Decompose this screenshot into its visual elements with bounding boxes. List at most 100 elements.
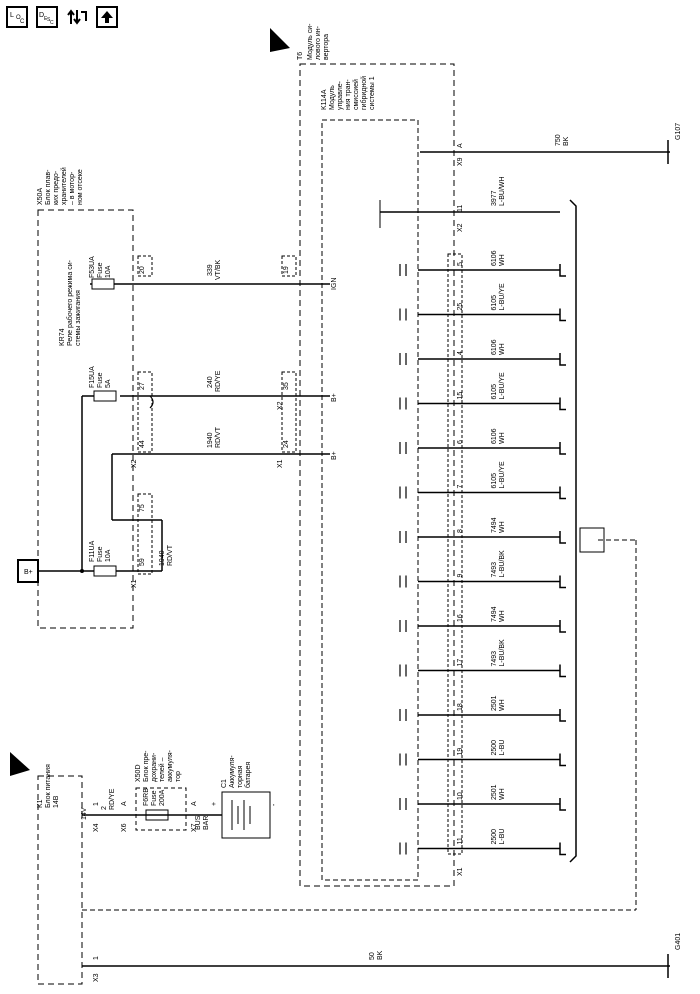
svg-text:27: 27: [139, 382, 146, 390]
fuse-f11ua: [93, 565, 117, 577]
svg-text:50: 50: [369, 952, 376, 960]
svg-text:X6: X6: [121, 823, 128, 832]
svg-text:управле-: управле-: [337, 80, 344, 110]
svg-text:A: A: [121, 801, 128, 806]
svg-text:5A: 5A: [105, 379, 112, 388]
svg-text:+: +: [211, 802, 218, 806]
svg-text:гибридной: гибридной: [360, 76, 368, 110]
svg-text:10A: 10A: [105, 265, 112, 278]
svg-text:F6RB: F6RB: [143, 788, 150, 806]
svg-text:F11UA: F11UA: [89, 540, 96, 562]
connector-arrows-icon: [67, 9, 87, 25]
k114a-box: [321, 119, 419, 881]
svg-text:S: S: [47, 17, 51, 23]
svg-text:BAR: BAR: [203, 816, 210, 830]
svg-text:X4: X4: [93, 823, 100, 832]
bus-wire-color: WH: [499, 343, 506, 355]
svg-text:A: A: [457, 143, 464, 148]
svg-text:RD/YE: RD/YE: [215, 370, 222, 392]
bus-pin-label: 5: [457, 262, 464, 266]
bus-wire-number: 2501: [491, 695, 498, 711]
bus-wire-color: WH: [499, 254, 506, 266]
bus-wire-color: WH: [499, 610, 506, 622]
svg-text:Блок плав-: Блок плав-: [45, 169, 52, 205]
svg-text:X3: X3: [93, 973, 100, 982]
bus-wire-number: 7494: [491, 517, 498, 533]
svg-text:E: E: [44, 16, 48, 22]
loc-button[interactable]: L O C: [6, 6, 28, 28]
connector-button[interactable]: [66, 6, 88, 28]
svg-text:A: A: [191, 801, 198, 806]
svg-text:G107: G107: [675, 123, 682, 140]
svg-text:44: 44: [139, 440, 146, 448]
svg-text:35: 35: [283, 382, 290, 390]
svg-text:лового ин-: лового ин-: [315, 25, 322, 60]
x50a-box: [37, 209, 134, 629]
up-button[interactable]: [96, 6, 118, 28]
svg-text:14В: 14В: [53, 795, 60, 808]
svg-text:Fuse: Fuse: [97, 546, 104, 562]
bus-wire-number: 6105: [491, 295, 498, 311]
bus-wire-color: WH: [499, 432, 506, 444]
c1-title: C1: [221, 779, 228, 788]
svg-text:F53UA: F53UA: [89, 256, 96, 278]
svg-text:L: L: [10, 12, 14, 19]
svg-text:X7: X7: [191, 823, 198, 832]
svg-text:-: -: [271, 803, 278, 806]
desc-button[interactable]: D E S C: [36, 6, 58, 28]
t6-box: [299, 63, 455, 887]
svg-text:ния тран-: ния тран-: [345, 79, 352, 110]
bus-wire-color: WH: [499, 699, 506, 711]
svg-text:X1: X1: [457, 867, 464, 876]
svg-text:BUS: BUS: [195, 815, 202, 830]
serial-data-box: [579, 527, 605, 553]
svg-text:1: 1: [93, 956, 100, 960]
svg-text:X2: X2: [457, 223, 464, 232]
svg-text:X2: X2: [277, 401, 284, 410]
svg-text:X1: X1: [277, 459, 284, 468]
svg-text:75: 75: [139, 504, 146, 512]
bus-wire-number: 2500: [491, 740, 498, 756]
svg-text:вертора: вертора: [323, 34, 330, 60]
svg-text:D: D: [39, 12, 44, 19]
svg-text:59: 59: [139, 558, 146, 566]
svg-text:IGN: IGN: [331, 278, 338, 290]
kr74-title: KR74: [59, 328, 66, 346]
svg-text:1940: 1940: [159, 550, 166, 566]
bplus-box-label: B+: [24, 569, 33, 576]
svg-text:1: 1: [93, 802, 100, 806]
svg-text:750: 750: [555, 134, 562, 146]
bus-wire-color: WH: [499, 521, 506, 533]
bus-wire-color: L-BU/BK: [499, 639, 506, 667]
svg-text:B+: B+: [331, 393, 338, 402]
svg-text:C: C: [50, 20, 54, 26]
svg-text:батарея: батарея: [244, 762, 252, 788]
bus-pin-label: 6: [457, 440, 464, 444]
bus-wire-number: 6106: [491, 428, 498, 444]
up-arrow-icon: [101, 11, 113, 23]
bus-wire-number: 6105: [491, 384, 498, 400]
bus-pin-label: 15: [457, 392, 464, 400]
svg-text:RD/YE: RD/YE: [109, 788, 116, 810]
svg-text:X1: X1: [131, 579, 138, 588]
bus-pin-label: 11: [457, 837, 464, 844]
x50a-title: X50A: [37, 188, 44, 205]
svg-text:3977: 3977: [491, 190, 498, 206]
svg-text:VT/BK: VT/BK: [215, 259, 222, 280]
fuse-f15ua: [93, 390, 117, 402]
svg-text:хранителей: хранителей: [60, 167, 68, 205]
bus-wire-number: 7493: [491, 562, 498, 578]
loc-icon: L O C: [10, 12, 25, 25]
svg-text:X9: X9: [457, 157, 464, 166]
bus-wire-color: L-BU: [499, 829, 506, 845]
svg-text:Модуль си-: Модуль си-: [307, 23, 314, 60]
bus-wire-number: 2500: [491, 829, 498, 845]
bus-pin-label: 25: [457, 303, 464, 311]
svg-text:Блок пре-: Блок пре-: [143, 750, 150, 782]
svg-text:C: C: [20, 19, 25, 25]
bus-pin-label: 8: [457, 529, 464, 533]
svg-text:339: 339: [207, 264, 214, 276]
svg-text:Аккумуля-: Аккумуля-: [229, 755, 236, 788]
svg-text:Блок питания: Блок питания: [45, 764, 52, 808]
